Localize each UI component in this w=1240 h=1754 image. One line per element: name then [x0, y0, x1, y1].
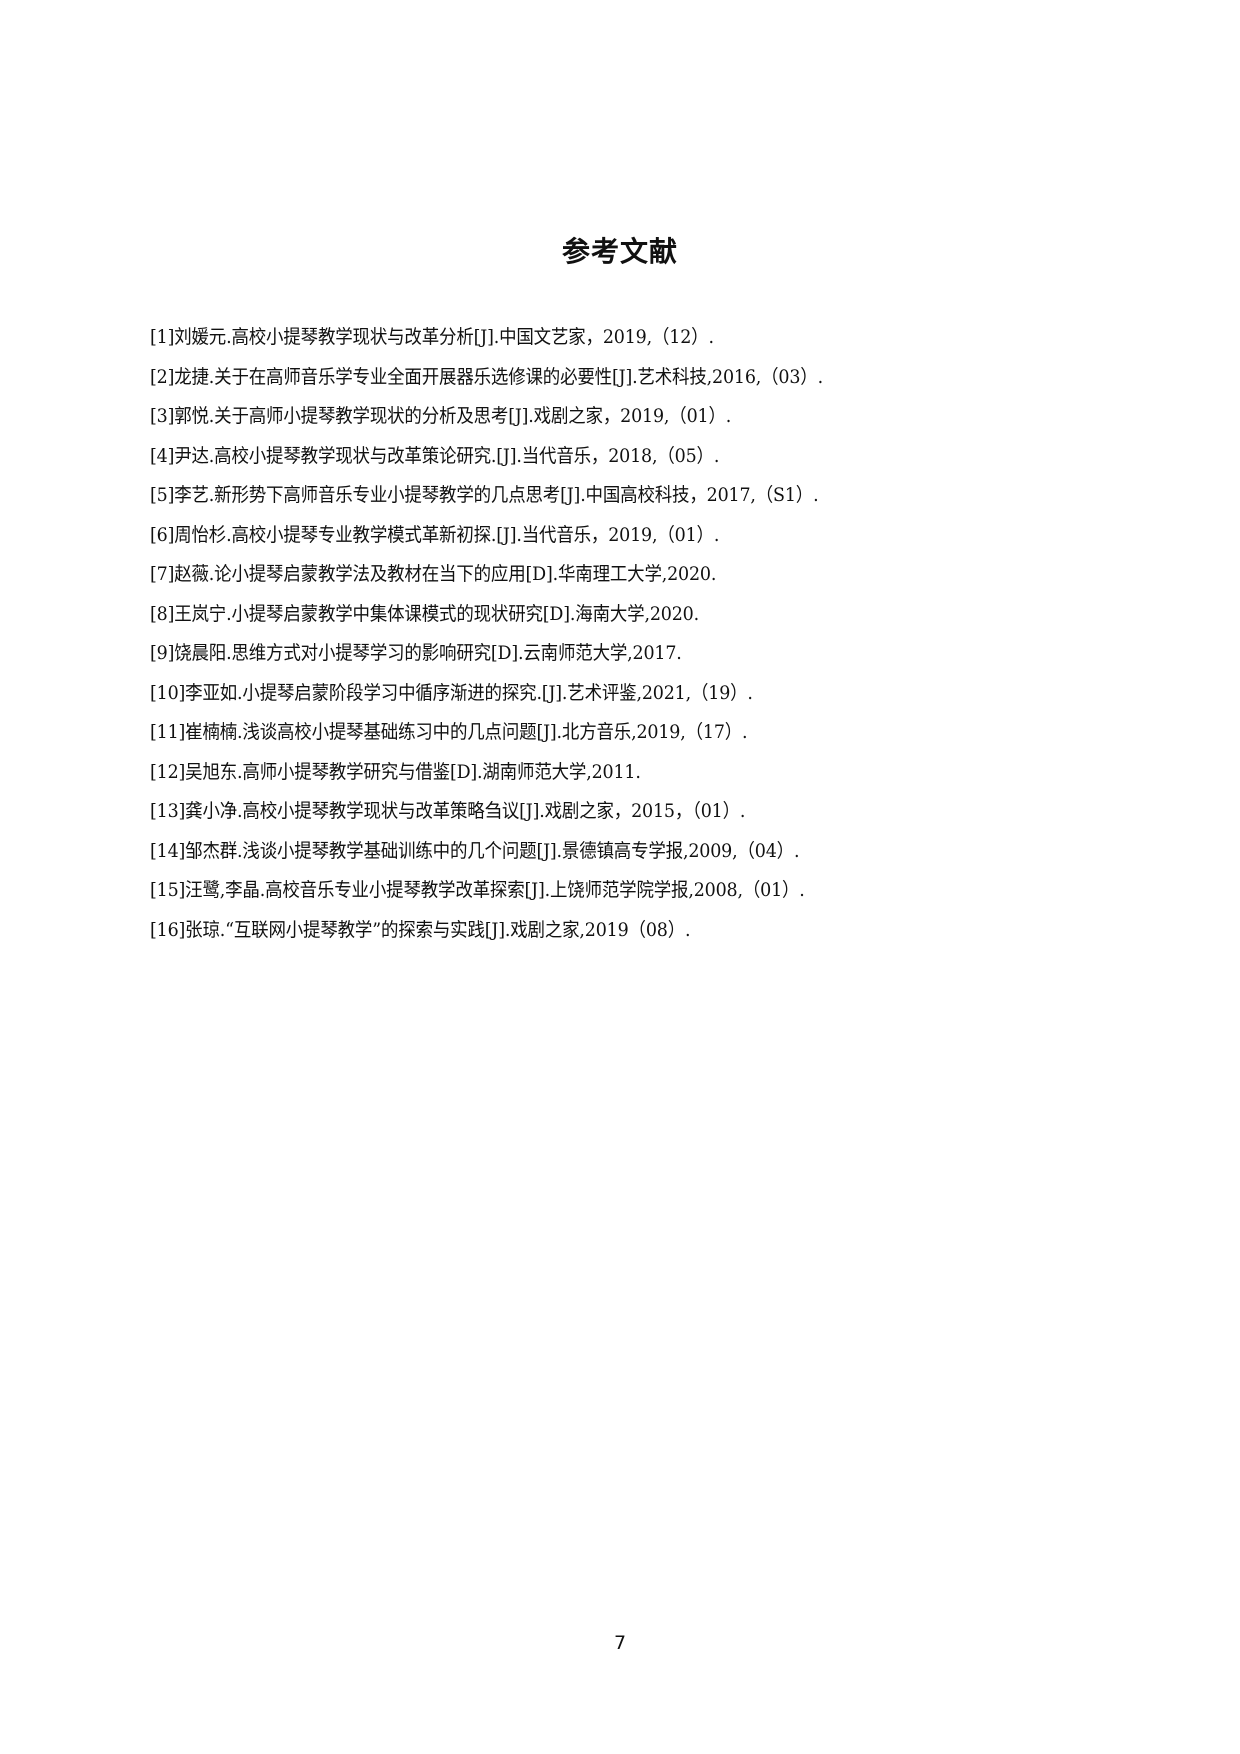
- reference-item-6: [6]周怡杉.高校小提琴专业教学模式革新初探.[J].当代音乐，2019,（01…: [150, 523, 720, 546]
- reference-item-9: [9]饶晨阳.思维方式对小提琴学习的影响研究[D].云南师范大学,2017.: [150, 642, 682, 664]
- reference-item-5: [5]李艺.新形势下高师音乐专业小提琴教学的几点思考[J].中国高校科技，201…: [150, 484, 819, 506]
- reference-item-15: [15]汪鹭,李晶.高校音乐专业小提琴教学改革探索[J].上饶师范学院学报,20…: [150, 879, 805, 901]
- reference-item-1: [1]刘媛元.高校小提琴教学现状与改革分析[J].中国文艺家，2019,（12）…: [150, 326, 714, 348]
- reference-item-4: [4]尹达.高校小提琴教学现状与改革策论研究.[J].当代音乐，2018,（05…: [150, 444, 720, 467]
- reference-item-8: [8]王岚宁.小提琴启蒙教学中集体课模式的现状研究[D].海南大学,2020.: [150, 602, 699, 625]
- reference-item-16: [16]张琼.“互联网小提琴教学”的探索与实践[J].戏剧之家,2019（08）…: [150, 918, 691, 941]
- page-number: 7: [613, 1632, 627, 1654]
- reference-item-12: [12]吴旭东.高师小提琴教学研究与借鉴[D].湖南师范大学,2011.: [150, 760, 641, 783]
- reference-item-2: [2]龙捷.关于在高师音乐学专业全面开展器乐选修课的必要性[J].艺术科技,20…: [150, 365, 823, 388]
- reference-item-13: [13]龚小净.高校小提琴教学现状与改革策略刍议[J].戏剧之家，2015，（0…: [150, 800, 746, 822]
- page-title: 参考文献: [561, 235, 678, 268]
- reference-item-11: [11]崔楠楠.浅谈高校小提琴基础练习中的几点问题[J].北方音乐,2019,（…: [150, 721, 748, 743]
- reference-item-14: [14]邹杰群.浅谈小提琴教学基础训练中的几个问题[J].景德镇高专学报,200…: [150, 839, 800, 862]
- reference-item-10: [10]李亚如.小提琴启蒙阶段学习中循序渐进的探究.[J].艺术评鉴,2021,…: [150, 681, 753, 704]
- reference-item-3: [3]郭悦.关于高师小提琴教学现状的分析及思考[J].戏剧之家，2019,（01…: [150, 405, 732, 427]
- reference-item-7: [7]赵薇.论小提琴启蒙教学法及教材在当下的应用[D].华南理工大学,2020.: [150, 563, 717, 585]
- reference-list: [1]刘媛元.高校小提琴教学现状与改革分析[J].中国文艺家，2019,（12）…: [150, 318, 1110, 950]
